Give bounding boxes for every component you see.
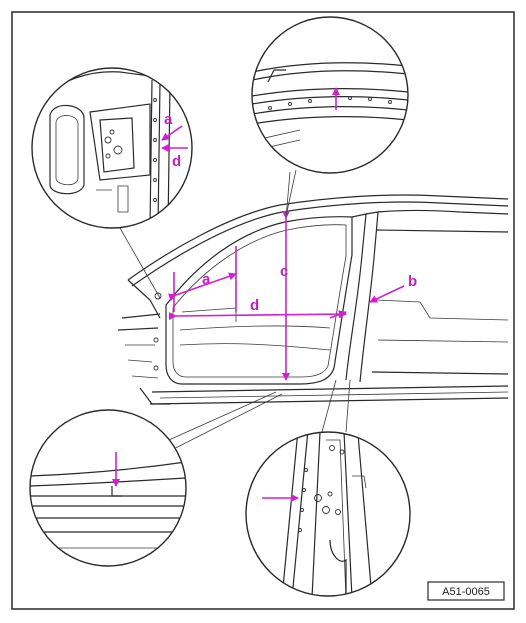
detail-sill: [29, 409, 187, 567]
detail-roof-rail: [251, 16, 409, 174]
figure-frame: [11, 11, 515, 610]
label-b: b: [408, 273, 417, 290]
main-dimensions: [168, 211, 405, 381]
detail-b-pillar: [245, 431, 411, 597]
reference-code-box: A51-0065: [427, 581, 505, 601]
label-d: d: [250, 297, 259, 314]
label-c: c: [280, 263, 288, 280]
car-body-side: [117, 194, 509, 405]
label-a: a: [202, 271, 211, 288]
detail-a-pillar-top: [31, 67, 193, 229]
detail-label-d: d: [172, 153, 181, 170]
reference-code: A51-0065: [442, 586, 490, 598]
detail-label-a: a: [164, 111, 173, 128]
